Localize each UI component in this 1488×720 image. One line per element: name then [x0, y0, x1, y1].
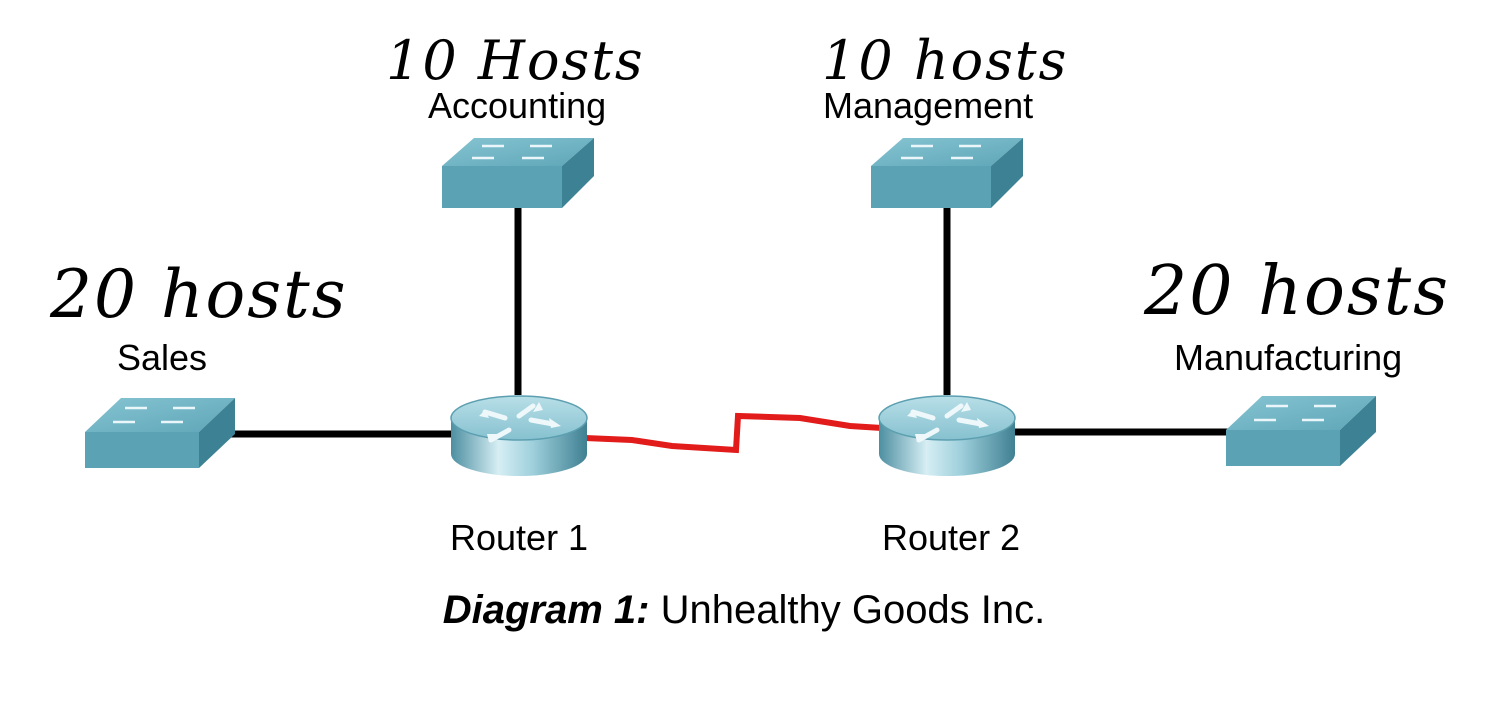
management-hosts-note: 10 hosts — [822, 29, 1069, 92]
diagram-caption: Diagram 1: Unhealthy Goods Inc. — [0, 588, 1488, 633]
router-1-label: Router 1 — [450, 517, 589, 558]
switch-management-icon — [871, 138, 1023, 208]
manufacturing-label: Manufacturing — [1174, 337, 1403, 378]
accounting-label: Accounting — [428, 85, 607, 126]
accounting-hosts-note: 10 Hosts — [386, 29, 645, 92]
sales-hosts-note: 20 hosts — [50, 256, 348, 333]
caption-title: Unhealthy Goods Inc. — [649, 588, 1046, 632]
caption-number: Diagram 1: — [442, 588, 650, 632]
switch-sales-icon — [85, 398, 235, 468]
router-2-label: Router 2 — [882, 517, 1021, 558]
router-1-icon — [450, 395, 588, 476]
serial-link-router1-router2 — [584, 412, 883, 454]
router-2-icon — [878, 395, 1016, 476]
sales-label: Sales — [117, 337, 208, 378]
manufacturing-hosts-note: 20 hosts — [1144, 252, 1450, 331]
switch-accounting-icon — [442, 138, 594, 208]
management-label: Management — [823, 85, 1034, 126]
switch-manufacturing-icon — [1226, 396, 1376, 466]
